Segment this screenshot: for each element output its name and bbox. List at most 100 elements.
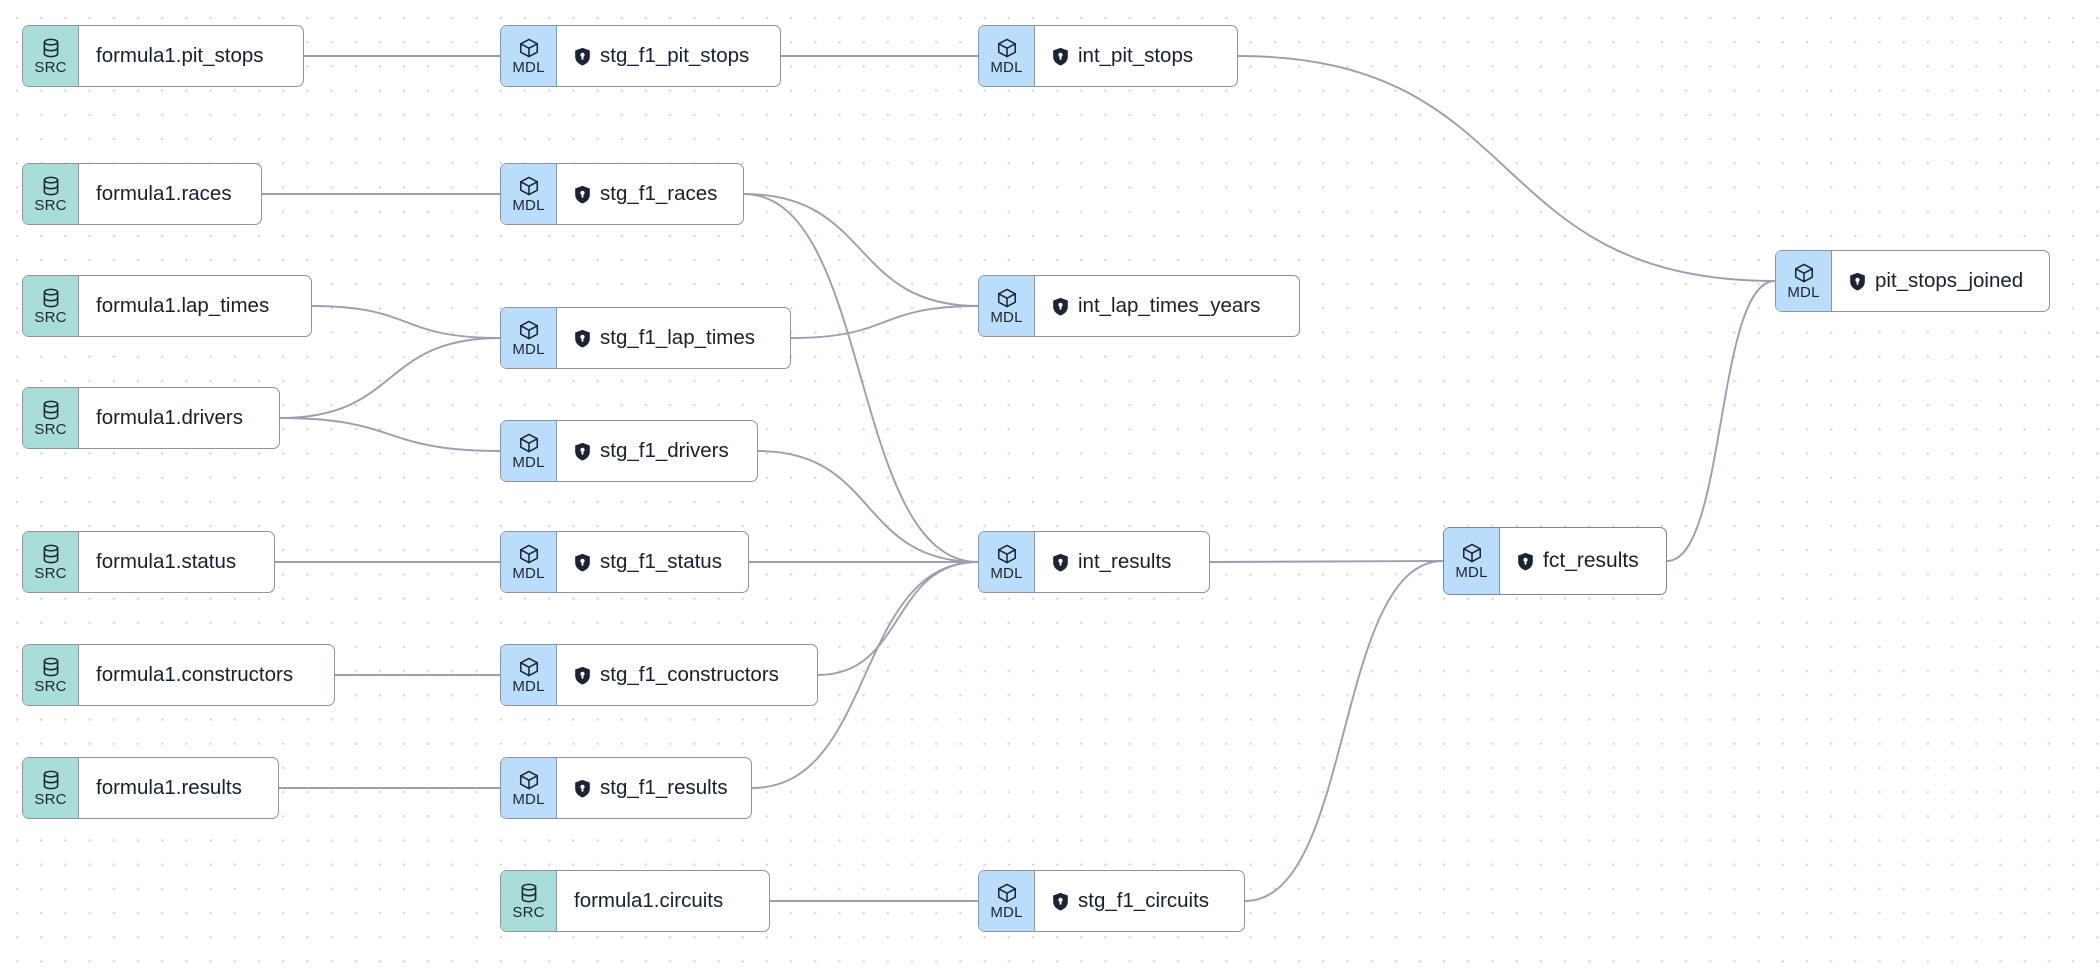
database-icon [40, 656, 62, 678]
node-body: formula1.races [79, 164, 261, 224]
graph-node-int_pit_stops[interactable]: MDL int_pit_stops [978, 25, 1238, 87]
badge-label: MDL [512, 59, 545, 76]
edge-src_drivers-to-stg_lap_times [279, 337, 501, 419]
node-body: pit_stops_joined [1832, 251, 2049, 311]
edge-src_lap_times-to-stg_lap_times [311, 305, 501, 339]
node-body: stg_f1_races [557, 164, 743, 224]
shield-lock-icon [1849, 272, 1866, 291]
edge-src_drivers-to-stg_drivers [279, 417, 501, 452]
node-label: formula1.pit_stops [96, 44, 264, 67]
badge-label: SRC [34, 791, 67, 808]
shield-lock-icon [1517, 552, 1534, 571]
node-label: formula1.results [96, 776, 242, 799]
edge-fct_results-to-pit_stops_joined [1666, 280, 1776, 562]
model-badge: MDL [1444, 528, 1500, 594]
model-badge: MDL [501, 308, 557, 368]
source-badge: SRC [23, 388, 79, 448]
shield-lock-icon [574, 666, 591, 685]
shield-lock-icon [1052, 892, 1069, 911]
database-icon [40, 287, 62, 309]
node-label: formula1.circuits [574, 889, 724, 912]
node-body: formula1.constructors [79, 645, 334, 705]
node-label: formula1.status [96, 550, 237, 573]
badge-label: MDL [512, 341, 545, 358]
node-body: formula1.pit_stops [79, 26, 303, 86]
shield-lock-icon [574, 185, 591, 204]
shield-lock-icon [574, 779, 591, 798]
source-badge: SRC [501, 871, 557, 931]
cube-icon [518, 37, 540, 59]
node-label: stg_f1_status [600, 550, 722, 573]
graph-node-src_circuits[interactable]: SRC formula1.circuits [500, 870, 770, 932]
badge-label: SRC [34, 59, 67, 76]
node-body: stg_f1_pit_stops [557, 26, 780, 86]
model-badge: MDL [979, 26, 1035, 86]
badge-label: MDL [512, 454, 545, 471]
node-label: formula1.constructors [96, 663, 294, 686]
edge-stg_lap_times-to-int_lap_times_years [790, 305, 979, 339]
cube-icon [518, 432, 540, 454]
badge-label: MDL [1455, 564, 1488, 581]
badge-label: MDL [512, 678, 545, 695]
graph-node-stg_drivers[interactable]: MDL stg_f1_drivers [500, 420, 758, 482]
graph-node-src_races[interactable]: SRC formula1.races [22, 163, 262, 225]
edge-int_pit_stops-to-pit_stops_joined [1237, 55, 1776, 282]
node-label: int_pit_stops [1078, 44, 1194, 67]
graph-node-src_constructors[interactable]: SRC formula1.constructors [22, 644, 335, 706]
database-icon [40, 175, 62, 197]
graph-node-int_lap_times_years[interactable]: MDL int_lap_times_years [978, 275, 1300, 337]
model-badge: MDL [501, 164, 557, 224]
model-badge: MDL [501, 421, 557, 481]
graph-node-src_results[interactable]: SRC formula1.results [22, 757, 279, 819]
badge-label: SRC [34, 309, 67, 326]
node-label: int_lap_times_years [1078, 294, 1261, 317]
cube-icon [518, 543, 540, 565]
graph-node-stg_constructors[interactable]: MDL stg_f1_constructors [500, 644, 818, 706]
badge-label: MDL [512, 197, 545, 214]
node-body: int_lap_times_years [1035, 276, 1299, 336]
node-label: stg_f1_races [600, 182, 718, 205]
node-body: stg_f1_drivers [557, 421, 757, 481]
source-badge: SRC [23, 532, 79, 592]
graph-node-stg_pit_stops[interactable]: MDL stg_f1_pit_stops [500, 25, 781, 87]
node-body: stg_f1_results [557, 758, 751, 818]
model-badge: MDL [979, 276, 1035, 336]
shield-lock-icon [1052, 47, 1069, 66]
shield-lock-icon [1052, 553, 1069, 572]
graph-node-src_lap_times[interactable]: SRC formula1.lap_times [22, 275, 312, 337]
badge-label: SRC [34, 678, 67, 695]
model-badge: MDL [501, 645, 557, 705]
node-label: stg_f1_drivers [600, 439, 729, 462]
database-icon [40, 543, 62, 565]
badge-label: SRC [34, 197, 67, 214]
node-label: formula1.lap_times [96, 294, 270, 317]
model-badge: MDL [979, 871, 1035, 931]
node-body: stg_f1_circuits [1035, 871, 1244, 931]
source-badge: SRC [23, 276, 79, 336]
database-icon [518, 882, 540, 904]
graph-node-stg_races[interactable]: MDL stg_f1_races [500, 163, 744, 225]
node-body: int_pit_stops [1035, 26, 1237, 86]
shield-lock-icon [1052, 297, 1069, 316]
cube-icon [518, 175, 540, 197]
cube-icon [996, 882, 1018, 904]
edge-stg_circuits-to-fct_results [1244, 560, 1444, 902]
cube-icon [1461, 542, 1483, 564]
model-badge: MDL [501, 26, 557, 86]
database-icon [40, 769, 62, 791]
node-label: stg_f1_constructors [600, 663, 779, 686]
edge-int_results-to-fct_results [1209, 560, 1444, 563]
graph-node-src_pit_stops[interactable]: SRC formula1.pit_stops [22, 25, 304, 87]
graph-node-src_status[interactable]: SRC formula1.status [22, 531, 275, 593]
source-badge: SRC [23, 645, 79, 705]
